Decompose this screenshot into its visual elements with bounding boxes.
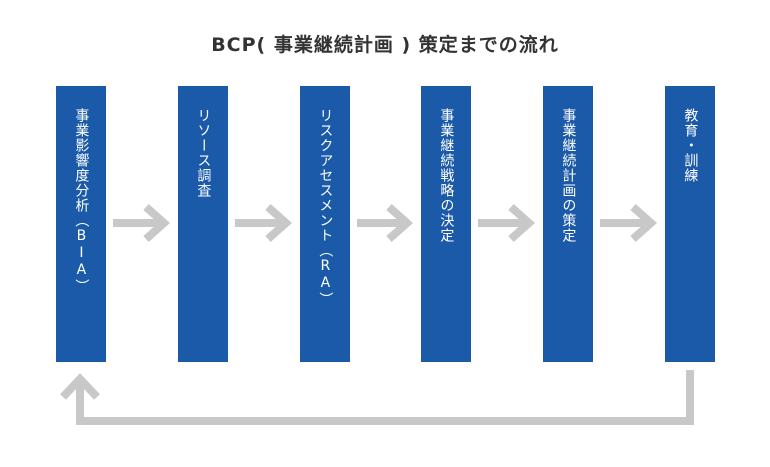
arrow-right-icon (235, 204, 293, 242)
stage-resource-survey: リソース調査 (178, 86, 228, 362)
loop-back-arrow-icon (60, 370, 694, 425)
stage-risk-assessment: リスクアセスメント（RA） (300, 86, 350, 362)
stage-label: リソース調査 (195, 108, 212, 198)
stage-label: 事業影響度分析（BIA） (73, 108, 90, 294)
arrow-right-icon (113, 204, 171, 242)
stage-label: 教育・訓練 (682, 108, 699, 183)
stage-label: 事業継続戦略の決定 (438, 108, 455, 243)
stage-label: 事業継続計画の策定 (560, 108, 577, 243)
diagram-title: BCP( 事業継続計画 ) 策定までの流れ (211, 34, 559, 56)
stage-strategy-decision: 事業継続戦略の決定 (421, 86, 471, 362)
stage-bia: 事業影響度分析（BIA） (56, 86, 106, 362)
stage-plan-formulation: 事業継続計画の策定 (543, 86, 593, 362)
arrow-right-icon (357, 204, 414, 242)
stage-label: リスクアセスメント（RA） (317, 108, 334, 307)
arrow-right-icon (600, 204, 658, 242)
arrow-right-icon (478, 204, 536, 242)
stage-education-training: 教育・訓練 (665, 86, 715, 362)
